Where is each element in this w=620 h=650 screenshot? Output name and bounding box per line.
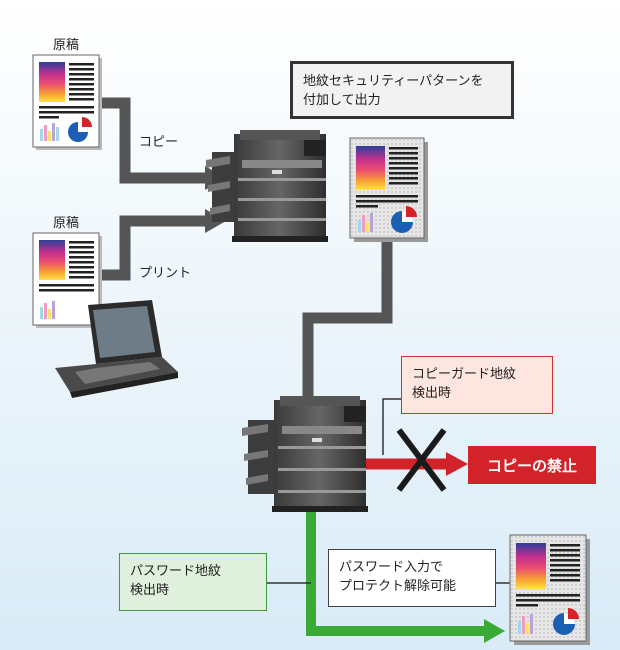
password-detect-box: パスワード地紋 検出時 — [119, 553, 267, 611]
laptop-icon — [55, 300, 178, 398]
output-to-scan-connector — [302, 242, 393, 408]
mfp-printer-icon — [206, 130, 328, 242]
document-icon — [349, 137, 428, 242]
print-label: プリント — [139, 266, 192, 281]
copyguard-callout-line — [382, 398, 401, 455]
mfp-printer-icon — [242, 396, 368, 512]
security-pattern-output-box: 地紋セキュリティーパターンを 付加して出力 — [290, 61, 514, 119]
document-icon — [509, 534, 590, 645]
original-label-top: 原稿 — [53, 38, 80, 53]
document-icon — [32, 232, 102, 328]
document-icon — [32, 54, 102, 150]
copy-ban-arrow — [352, 452, 468, 476]
copyguard-detect-box: コピーガード地紋 検出時 — [401, 356, 553, 414]
copy-ban-badge: コピーの禁止 — [468, 446, 596, 484]
cross-mark-icon — [396, 428, 447, 492]
copy-label: コピー — [139, 135, 179, 150]
password-unlock-arrow — [306, 512, 505, 643]
password-unlock-box: パスワード入力で プロテクト解除可能 — [328, 549, 496, 607]
original-label-bottom: 原稿 — [53, 216, 80, 231]
